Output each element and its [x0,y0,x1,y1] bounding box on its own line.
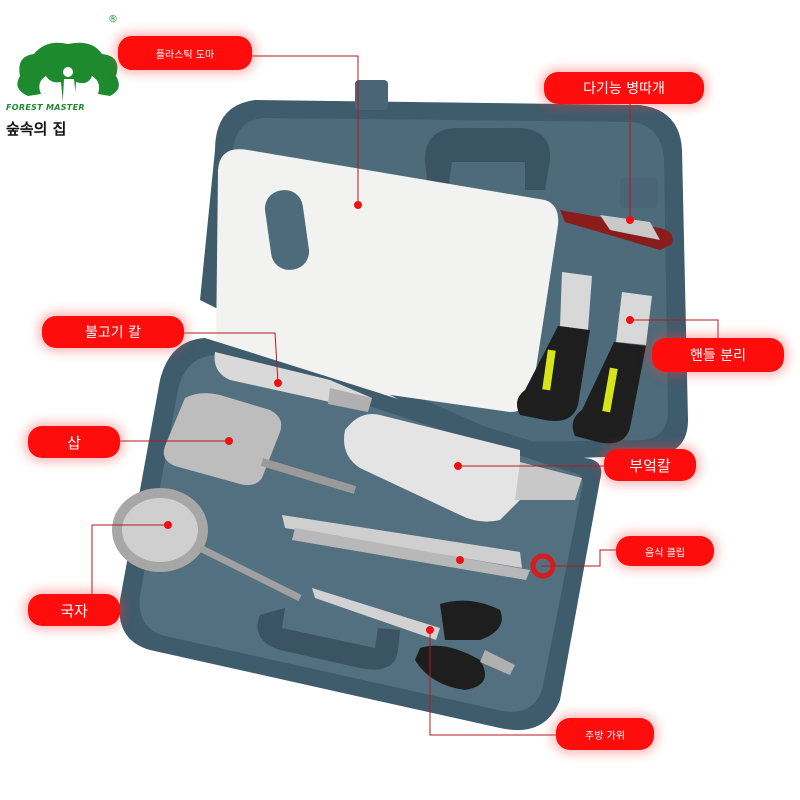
spatula [163,393,357,494]
label-kitchen-scissors: 주방 가위 [556,718,654,750]
marker-dot [354,201,362,209]
label-bulgogi-knife: 불고기 칼 [42,316,184,348]
marker-dot [456,556,464,564]
label-handle-separate: 핸들 분리 [652,338,784,372]
label-multi-opener: 다기능 병따개 [544,72,704,104]
marker-dot [454,462,462,470]
label-spatula: 삽 [28,426,120,458]
marker-dot [274,379,282,387]
bulgogi-knife [214,352,372,412]
label-food-clip: 음식 클립 [616,536,714,566]
marker-dot [164,521,172,529]
detachable-handles [516,272,652,444]
forest-master-logo-icon [17,42,119,116]
kitchen-scissors [312,588,515,690]
marker-dot [225,437,233,445]
marker-dot [426,626,434,634]
logo-brand-en: FOREST MASTER [6,103,85,112]
marker-dot [626,216,634,224]
kitchen-knife [344,414,582,522]
label-ladle: 국자 [28,594,120,626]
bottle-opener [560,210,673,250]
logo-brand-ko: 숲속의 집 [6,120,67,138]
cutting-board [215,149,559,412]
label-cutting-board: 플라스틱 도마 [118,36,252,70]
label-kitchen-knife: 부엌칼 [604,449,696,481]
ladle [112,488,302,602]
registered-mark: ® [108,14,118,25]
marker-dot [626,316,634,324]
